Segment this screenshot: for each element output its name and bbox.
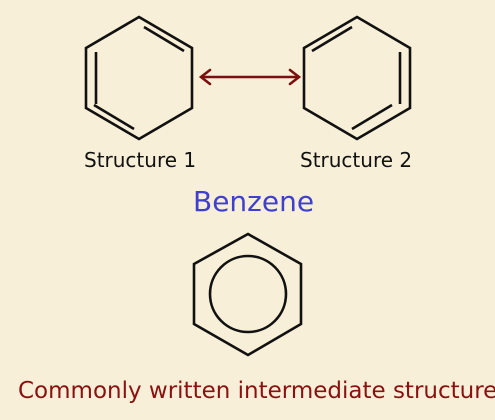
structure-2-label: Structure 2 bbox=[300, 148, 413, 172]
benzene-aromatic-circle bbox=[208, 254, 288, 334]
structure-2-double-bond bbox=[311, 25, 353, 53]
benzene-hexagon bbox=[192, 232, 303, 357]
structure-1-label: Structure 1 bbox=[84, 148, 197, 172]
structure-2-ring bbox=[302, 15, 412, 141]
resonance-arrow bbox=[198, 68, 302, 86]
structure-2-kekule bbox=[302, 15, 412, 141]
diagram-caption: Commonly written intermediate structure bbox=[18, 378, 495, 404]
diagram-title: Benzene bbox=[193, 185, 315, 218]
structure-1-kekule bbox=[84, 15, 194, 141]
structure-2-double-bond bbox=[351, 103, 393, 131]
benzene-circle-structure bbox=[192, 232, 303, 357]
structure-1-double-bond bbox=[143, 25, 185, 53]
structure-1-ring bbox=[84, 15, 194, 141]
structure-1-double-bond bbox=[93, 103, 135, 131]
